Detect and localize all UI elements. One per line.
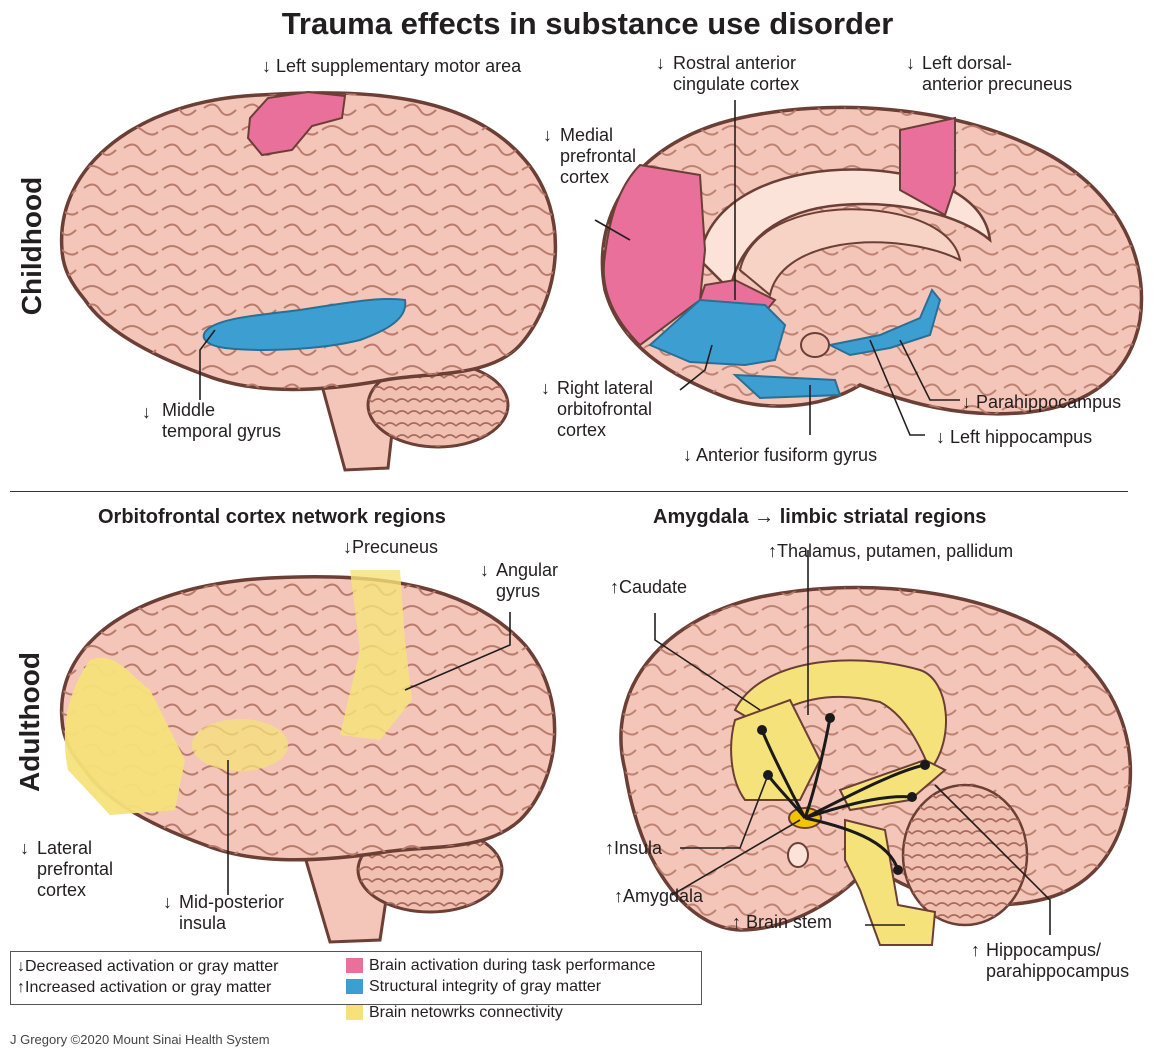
label-medial-pfc-arrow: ↓: [543, 125, 552, 146]
down-arrow-icon: ↓: [20, 838, 29, 858]
up-arrow-icon: ↑: [605, 838, 614, 858]
legend: ↓Decreased activation or gray matter ↑In…: [10, 951, 702, 1005]
down-arrow-icon: ↓: [480, 560, 489, 580]
page-title: Trauma effects in substance use disorder: [0, 6, 1175, 42]
up-arrow-icon: ↑: [17, 979, 25, 996]
label-left-precuneus-arrow: ↓: [906, 53, 915, 74]
label-angular-arrow: ↓: [480, 560, 489, 581]
label-fusiform: ↓ Anterior fusiform gyrus: [683, 445, 877, 466]
label-caudate: ↑Caudate: [610, 577, 687, 598]
label-insula-arrow: ↓: [163, 892, 172, 913]
label-left-hippocampus: ↓ Left hippocampus: [936, 427, 1092, 448]
label-lateral-pfc-arrow: ↓: [20, 838, 29, 859]
up-arrow-icon: ↑: [610, 577, 619, 597]
down-arrow-icon: ↓: [962, 392, 971, 412]
heading-amygdala-limbic: Amygdala → limbic striatal regions: [653, 506, 986, 529]
legend-yellow-swatch: [346, 1005, 363, 1020]
label-hippocampus: Hippocampus/parahippocampus: [986, 940, 1129, 982]
down-arrow-icon: ↓: [262, 56, 271, 76]
down-arrow-icon: ↓: [17, 958, 25, 975]
up-arrow-icon: ↑: [768, 541, 777, 561]
up-arrow-icon: ↑: [971, 940, 980, 960]
down-arrow-icon: ↓: [541, 378, 550, 398]
label-hippocampus-arrow: ↑: [971, 940, 980, 961]
label-amygdala: ↑Amygdala: [614, 886, 703, 907]
down-arrow-icon: ↓: [656, 53, 665, 73]
label-brain-stem: ↑ Brain stem: [732, 912, 832, 933]
childhood-medial-brain: [602, 107, 1141, 413]
label-parahippocampus: ↓ Parahippocampus: [962, 392, 1121, 413]
legend-yellow-label: Brain netowrks connectivity: [369, 1003, 563, 1023]
row-label-adulthood: Adulthood: [14, 652, 46, 792]
label-insula: ↑Insula: [605, 838, 662, 859]
section-divider: [10, 491, 1128, 492]
down-arrow-icon: ↓: [163, 892, 172, 912]
row-label-childhood: Childhood: [16, 177, 48, 315]
label-thalamus: ↑Thalamus, putamen, pallidum: [768, 541, 1013, 562]
label-rostral-acc-arrow: ↓: [656, 53, 665, 74]
down-arrow-icon: ↓: [343, 537, 352, 557]
heading-ofc-network: Orbitofrontal cortex network regions: [98, 506, 446, 529]
label-middle-temporal: ↓: [142, 402, 151, 423]
down-arrow-icon: ↓: [683, 445, 692, 465]
legend-decreased: ↓Decreased activation or gray matter: [17, 957, 278, 977]
label-left-precuneus: Left dorsal-anterior precuneus: [922, 53, 1072, 95]
childhood-lateral-brain: [62, 92, 556, 470]
credit-line: J Gregory ©2020 Mount Sinai Health Syste…: [10, 1032, 270, 1047]
down-arrow-icon: ↓: [142, 402, 151, 422]
label-right-ofc-arrow: ↓: [541, 378, 550, 399]
legend-blue-swatch: [346, 979, 363, 994]
legend-pink-swatch: [346, 958, 363, 973]
adulthood-lateral-brain: [62, 570, 555, 942]
legend-blue-label: Structural integrity of gray matter: [369, 977, 601, 997]
label-precuneus: ↓Precuneus: [343, 537, 438, 558]
legend-pink-label: Brain activation during task performance: [369, 956, 655, 976]
up-arrow-icon: ↑: [614, 886, 623, 906]
down-arrow-icon: ↓: [936, 427, 945, 447]
down-arrow-icon: ↓: [543, 125, 552, 145]
legend-increased: ↑Increased activation or gray matter: [17, 978, 271, 998]
label-left-sma: ↓ Left supplementary motor area: [262, 56, 521, 77]
down-arrow-icon: ↓: [906, 53, 915, 73]
adulthood-lateral-insula-region: [192, 719, 288, 771]
up-arrow-icon: ↑: [732, 912, 741, 932]
